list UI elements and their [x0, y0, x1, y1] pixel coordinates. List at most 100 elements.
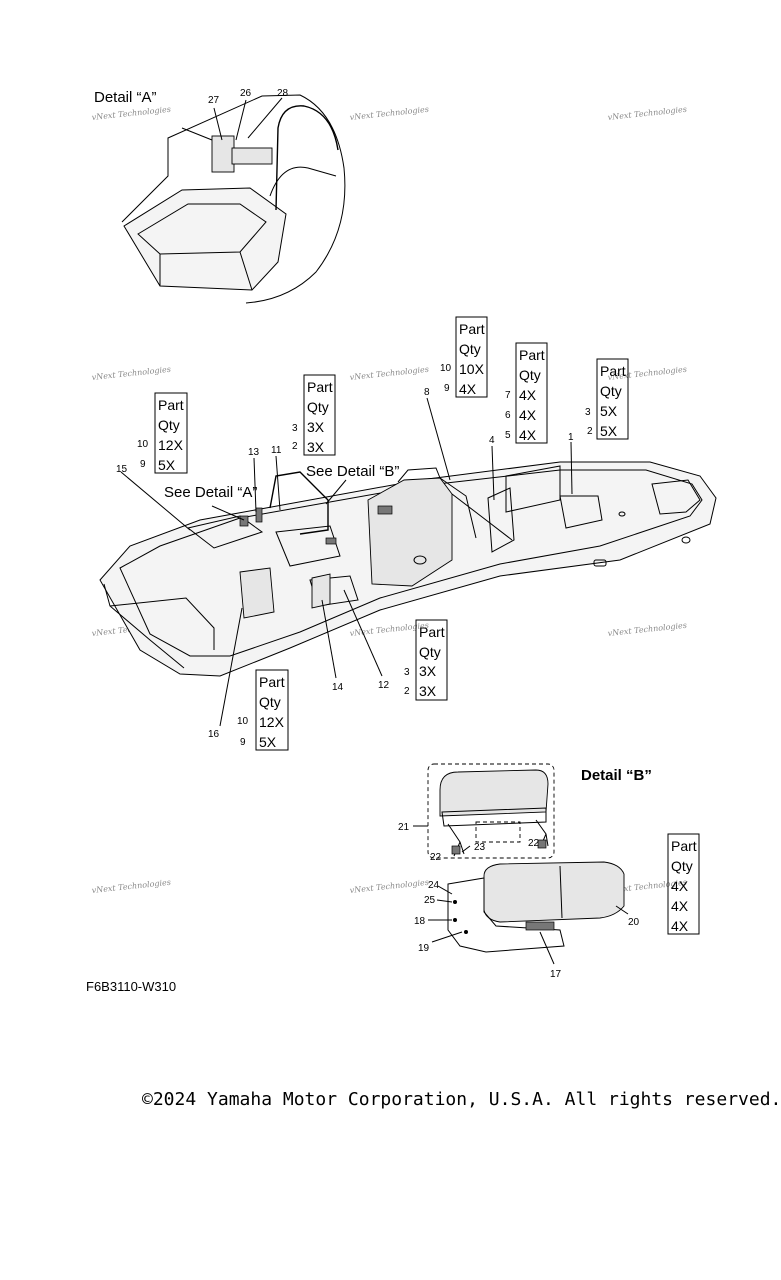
qty-table-frame	[515, 342, 548, 444]
callout-27: 27	[208, 95, 220, 106]
center-console	[367, 477, 453, 587]
qty-table-frame	[667, 833, 700, 935]
detail-a-cushion-edges	[159, 251, 253, 291]
leader-line	[436, 899, 453, 903]
leader-line	[431, 931, 463, 943]
qty-table-header: Part	[459, 321, 485, 337]
qty-value: 3X	[419, 683, 437, 699]
callout-8: 8	[424, 387, 430, 398]
qty-table-header: Part	[600, 363, 626, 379]
transom-cushion	[239, 567, 275, 619]
callout-21: 21	[398, 822, 410, 833]
part-number: 10	[440, 363, 452, 374]
bow-drain	[618, 511, 626, 517]
seat-slider	[525, 921, 555, 931]
qty-table-header: Qty	[259, 694, 281, 710]
watermark: vNext Technologies	[91, 365, 171, 382]
callout-26: 26	[240, 88, 252, 99]
watermark: vNext Technologies	[349, 105, 429, 122]
callout-13: 13	[248, 447, 260, 458]
leader-line	[570, 441, 573, 495]
leader-line	[213, 107, 223, 141]
qty-table-header: Qty	[600, 383, 622, 399]
side-seat	[487, 487, 515, 553]
diagram-code: F6B3110-W310	[86, 979, 177, 994]
part-number: 10	[137, 439, 149, 450]
qty-table-header: Part	[307, 379, 333, 395]
bow-hatch	[559, 495, 603, 529]
qty-table-header: Qty	[519, 367, 541, 383]
callout-14: 14	[332, 682, 344, 693]
watermark: vNext Technologies	[607, 105, 687, 122]
backrest-lower	[441, 807, 547, 827]
qty-value: 4X	[519, 407, 537, 423]
bow-seat	[651, 479, 701, 515]
qty-table-header: Part	[519, 347, 545, 363]
part-number: 2	[404, 686, 410, 697]
leader-line	[321, 599, 337, 679]
watermark: vNext Technologies	[91, 878, 171, 895]
qty-value: 5X	[600, 403, 618, 419]
qty-value: 5X	[158, 457, 176, 473]
qty-table-header: Qty	[459, 341, 481, 357]
part-number: 9	[140, 459, 146, 470]
part-number: 2	[587, 426, 593, 437]
bracket-pad	[451, 845, 461, 855]
backrest-pad	[439, 769, 549, 817]
callout-17: 17	[550, 969, 562, 980]
callout-24: 24	[428, 880, 440, 891]
leader-line	[461, 845, 471, 853]
detail-a-backrest	[275, 105, 339, 211]
backrest-mount-outline	[475, 821, 521, 843]
qty-value: 4X	[519, 387, 537, 403]
leader-line	[325, 479, 347, 505]
qty-table-header: Qty	[671, 858, 693, 874]
qty-value: 3X	[307, 439, 325, 455]
qty-value: 4X	[459, 381, 477, 397]
bracket-marker	[239, 515, 249, 527]
qty-table-header: Part	[419, 624, 445, 640]
watermark: vNext Technologies	[607, 621, 687, 638]
callout-19: 19	[418, 943, 430, 954]
leader-line	[253, 457, 257, 513]
part-number: 9	[444, 383, 450, 394]
qty-table-header: Part	[158, 397, 184, 413]
part-number: 3	[292, 423, 298, 434]
leader-line	[275, 455, 281, 511]
bow-cleat	[681, 536, 691, 544]
seat-base	[447, 877, 565, 953]
qty-table: Part Qty 10 12X 9 5X	[137, 392, 188, 474]
qty-value: 5X	[600, 423, 618, 439]
console-port	[413, 555, 427, 565]
qty-value: 4X	[671, 918, 689, 934]
callout-4: 4	[489, 435, 495, 446]
console-top	[397, 467, 441, 483]
detail-a-rail	[181, 127, 213, 141]
qty-table-header: Part	[671, 838, 697, 854]
bow-lounger	[505, 465, 561, 513]
qty-table-frame	[596, 358, 629, 440]
leader-line	[437, 885, 453, 895]
fastener	[453, 900, 457, 904]
callout-20: 20	[628, 917, 640, 928]
detail-a-title: Detail “A”	[94, 89, 157, 106]
part-number: 3	[404, 667, 410, 678]
leader-line	[491, 445, 495, 501]
callout-23: 23	[474, 842, 486, 853]
console-windshield	[439, 477, 513, 541]
callout-16: 16	[208, 729, 220, 740]
qty-value: 4X	[671, 898, 689, 914]
qty-table: Part Qty 3 5X 2 5X	[585, 358, 629, 440]
watermark: vNext Technologies	[349, 878, 429, 895]
leader-line	[426, 397, 451, 481]
seat-cushion	[483, 861, 625, 923]
copyright-notice: ©2024 Yamaha Motor Corporation, U.S.A. A…	[142, 1089, 781, 1110]
qty-value: 4X	[671, 878, 689, 894]
detail-a-bracket-arm	[231, 147, 273, 165]
callout-12: 12	[378, 680, 390, 691]
qty-table: Part Qty 3 3X 2 3X	[292, 374, 336, 456]
qty-table: Part Qty 4X 4X 4X	[667, 833, 700, 935]
boat-deck-rim	[119, 469, 703, 657]
qty-table-header: Qty	[307, 399, 329, 415]
bracket-pad	[537, 839, 547, 849]
